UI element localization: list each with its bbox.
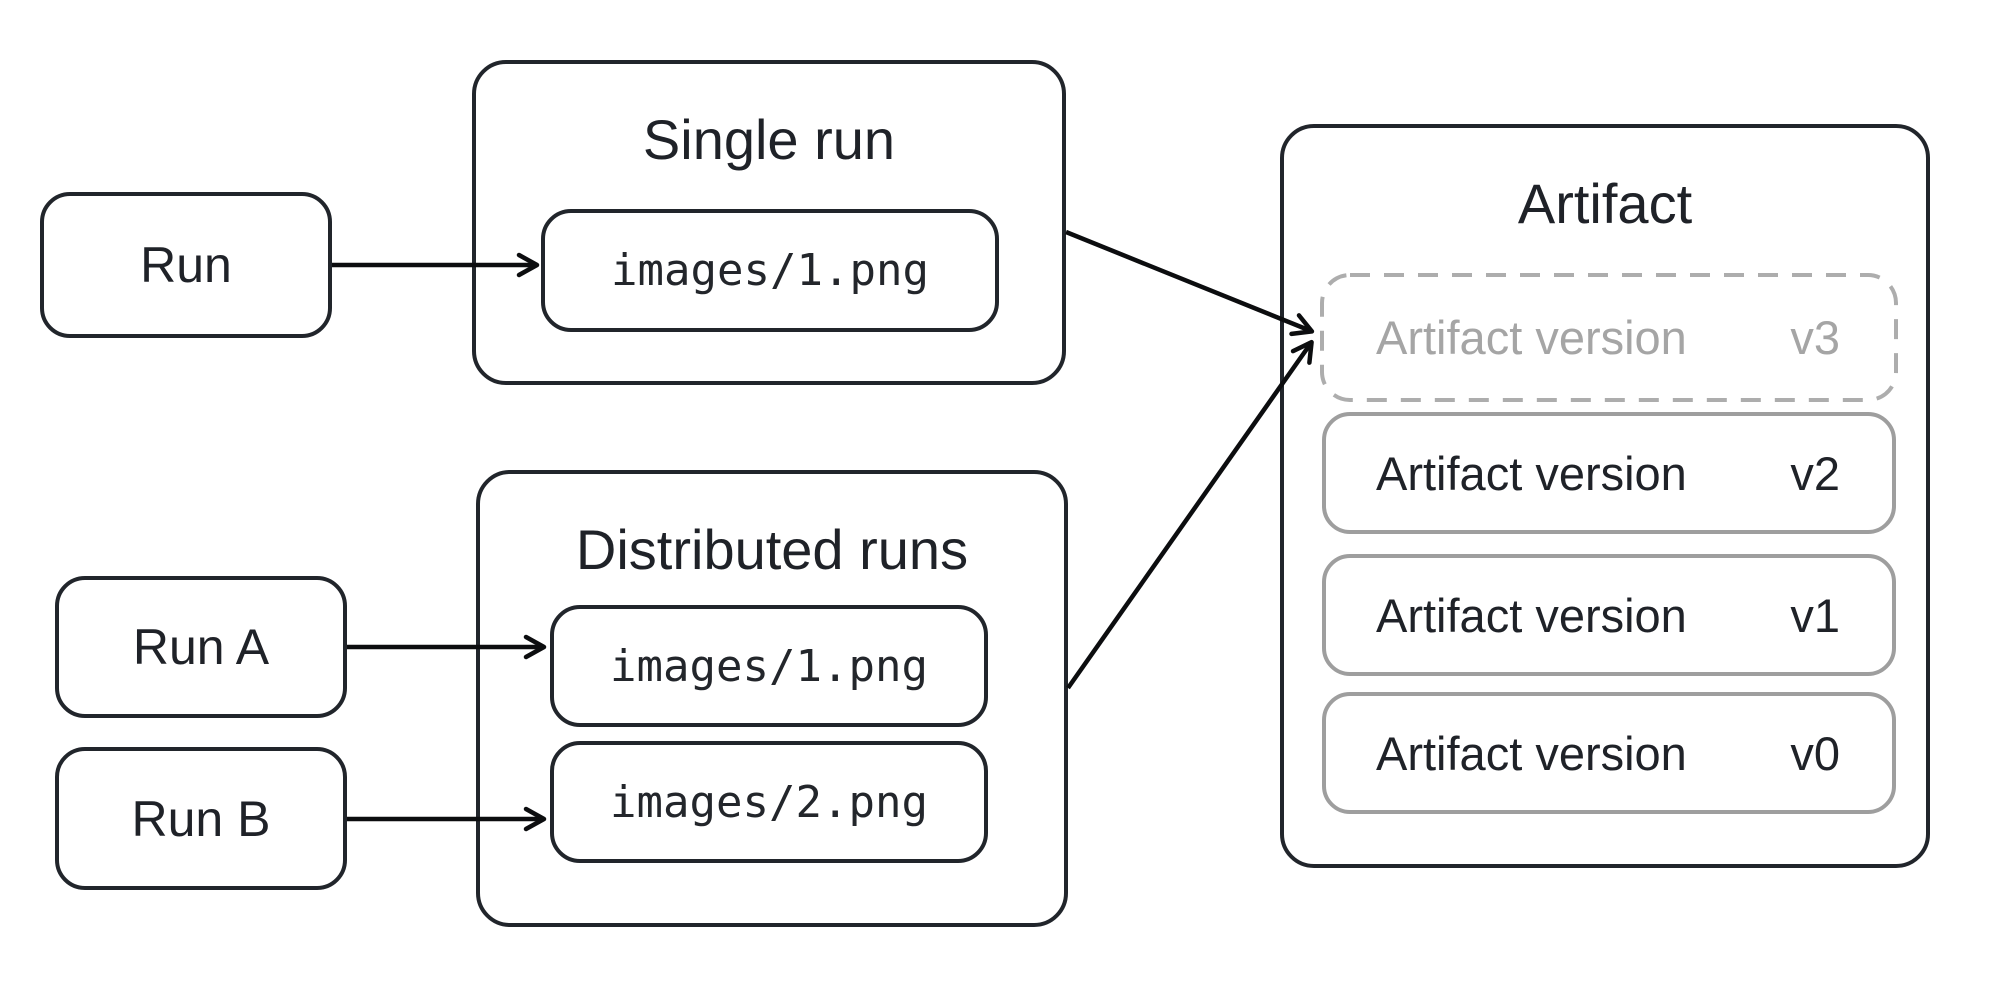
artifact-version-v2: Artifact version v2 [1322, 412, 1896, 534]
arrow-single-run-to-artifact-version [1065, 229, 1315, 337]
run-node: Run [40, 192, 332, 338]
run-a-node-label: Run A [132, 619, 270, 675]
single-run-title: Single run [642, 108, 896, 171]
artifact-title: Artifact [1517, 172, 1693, 235]
artifact-version-v1: Artifact version v1 [1322, 554, 1896, 676]
artifact-version-v3-tag: v3 [1790, 311, 1840, 364]
distributed-file-box-2: images/2.png [550, 741, 988, 863]
distributed-file-path-1: images/1.png [610, 640, 928, 692]
artifact-version-v1-tag: v1 [1790, 588, 1840, 642]
run-b-node-label: Run B [131, 790, 271, 847]
distributed-file-path-2: images/2.png [610, 776, 928, 828]
artifact-version-v3-pending: Artifact version v3 [1322, 275, 1896, 400]
single-run-file-box: images/1.png [541, 209, 999, 332]
single-run-file-path: images/1.png [611, 245, 929, 296]
artifact-version-v0-label: Artifact version [1376, 726, 1687, 780]
run-a-node: Run A [55, 576, 347, 718]
distributed-runs-title: Distributed runs [575, 518, 969, 581]
run-node-label: Run [140, 237, 232, 293]
arrow-distributed-runs-to-artifact-version [1066, 339, 1314, 690]
artifact-version-v0-tag: v0 [1790, 726, 1840, 780]
artifact-version-v0: Artifact version v0 [1322, 692, 1896, 814]
artifact-version-v2-label: Artifact version [1376, 446, 1687, 500]
artifact-version-v1-label: Artifact version [1376, 588, 1687, 642]
artifact-version-v3-label: Artifact version [1376, 311, 1687, 364]
artifact-version-v2-tag: v2 [1790, 446, 1840, 500]
distributed-file-box-1: images/1.png [550, 605, 988, 727]
run-b-node: Run B [55, 747, 347, 890]
